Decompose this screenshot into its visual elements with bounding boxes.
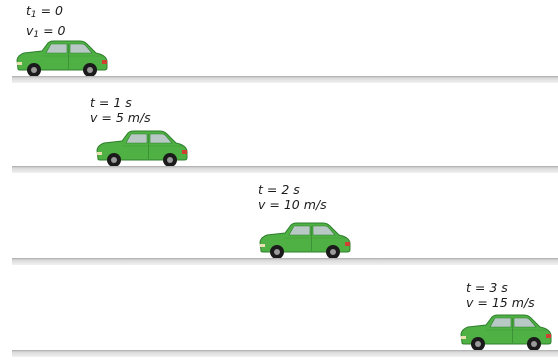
road-line xyxy=(12,76,558,83)
frame-t2: t = 2 s v = 10 m/s xyxy=(12,182,558,265)
car-icon xyxy=(96,130,188,167)
road-line xyxy=(12,258,558,265)
road-line xyxy=(12,166,558,173)
time-label-t3: t = 3 s xyxy=(466,280,508,295)
car-icon xyxy=(16,40,108,77)
road-line xyxy=(12,350,558,357)
frame-t1: t = 1 s v = 5 m/s xyxy=(0,0,558,180)
label-t1: t = 1 s v = 5 m/s xyxy=(90,95,151,125)
velocity-label-t2: v = 10 m/s xyxy=(258,197,327,212)
time-label-t1: t = 1 s xyxy=(90,95,132,110)
car-icon xyxy=(460,314,552,351)
time-label-t2: t = 2 s xyxy=(258,182,300,197)
velocity-label-t3: v = 15 m/s xyxy=(466,295,535,310)
label-t0: t1 = 0 v1 = 0 xyxy=(26,3,66,43)
time-label-t0: t1 = 0 xyxy=(26,3,64,20)
car-icon xyxy=(259,222,351,259)
frame-t0: t1 = 0 v1 = 0 xyxy=(0,0,558,90)
label-t3: t = 3 s v = 15 m/s xyxy=(466,280,535,310)
velocity-label-t0: v1 = 0 xyxy=(26,23,66,40)
label-t2: t = 2 s v = 10 m/s xyxy=(258,182,327,212)
velocity-label-t1: v = 5 m/s xyxy=(90,110,151,125)
